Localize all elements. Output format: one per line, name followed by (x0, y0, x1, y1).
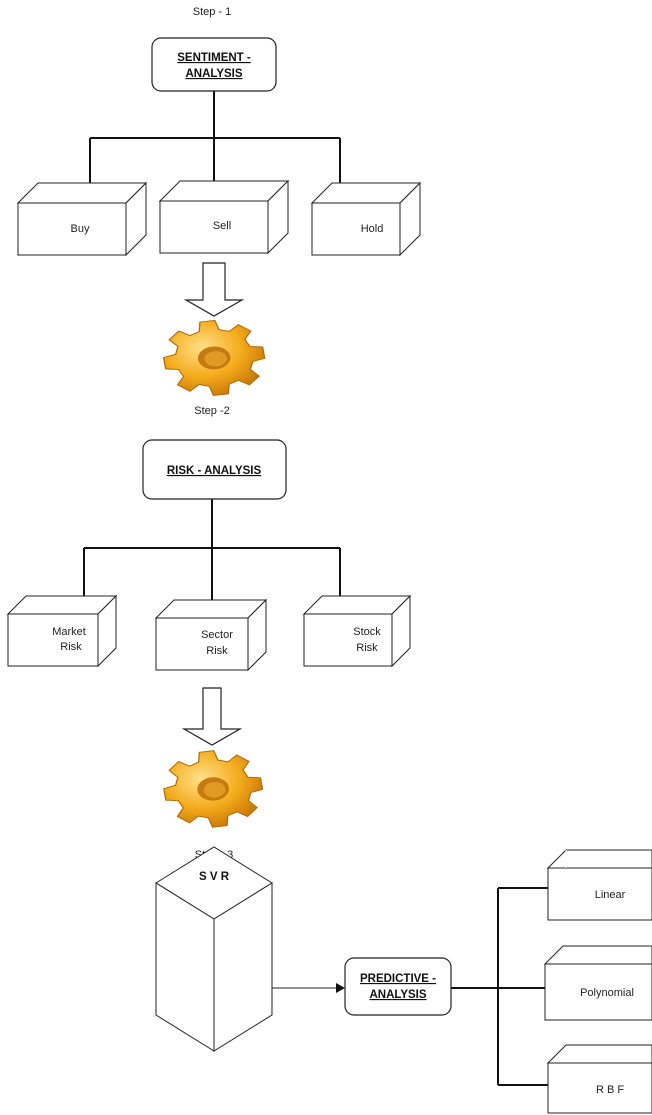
gear-icon (157, 315, 272, 401)
risk-analysis-box: RISK - ANALYSIS (142, 439, 287, 500)
option-market-risk-box: Market Risk (6, 594, 118, 668)
kernel-rbf-box: R B F (546, 1044, 652, 1114)
option-sector-risk-box: Sector Risk (154, 598, 268, 672)
gear-icon (157, 745, 269, 833)
kernel-linear-label: Linear (595, 889, 626, 901)
risk-analysis-title: RISK - ANALYSIS (167, 465, 262, 477)
option-hold-label: Hold (361, 223, 384, 235)
option-sell-label: Sell (213, 220, 231, 232)
down-arrow-1 (183, 262, 245, 317)
step-1-label: Step - 1 (193, 6, 232, 18)
option-stock-risk-line2: Risk (356, 642, 378, 654)
step-2-label: Step -2 (194, 405, 229, 417)
option-stock-risk-line1: Stock (353, 626, 381, 638)
svr-label: S V R (199, 871, 230, 883)
sentiment-analysis-title-line1: SENTIMENT - (177, 52, 251, 64)
predictive-analysis-title-line2: ANALYSIS (369, 989, 426, 1001)
option-market-risk-line1: Market (52, 626, 86, 638)
sentiment-analysis-box: SENTIMENT - ANALYSIS (151, 37, 277, 92)
predictive-analysis-box: PREDICTIVE - ANALYSIS (344, 957, 452, 1016)
option-stock-risk-box: Stock Risk (302, 594, 412, 668)
svr-to-predictive-arrow (272, 983, 345, 993)
option-sector-risk-line2: Risk (206, 645, 228, 657)
sentiment-analysis-title-line2: ANALYSIS (185, 68, 242, 80)
kernel-linear-box: Linear (546, 849, 652, 921)
kernel-polynomial-box: Polynomial (543, 945, 652, 1021)
option-buy-label: Buy (71, 223, 90, 235)
option-buy-box: Buy (16, 181, 148, 257)
kernel-rbf-label: R B F (596, 1084, 624, 1096)
option-market-risk-line2: Risk (60, 641, 82, 653)
risk-connectors (83, 499, 341, 600)
option-sector-risk-line1: Sector (201, 629, 233, 641)
option-sell-box: Sell (158, 179, 290, 255)
sentiment-connectors (89, 91, 341, 183)
predictive-connectors (451, 887, 548, 1086)
svr-cube: S V R (155, 846, 273, 1052)
predictive-analysis-title-line1: PREDICTIVE - (360, 973, 436, 985)
down-arrow-2 (181, 687, 243, 746)
option-hold-box: Hold (310, 181, 422, 257)
kernel-polynomial-label: Polynomial (580, 987, 634, 999)
